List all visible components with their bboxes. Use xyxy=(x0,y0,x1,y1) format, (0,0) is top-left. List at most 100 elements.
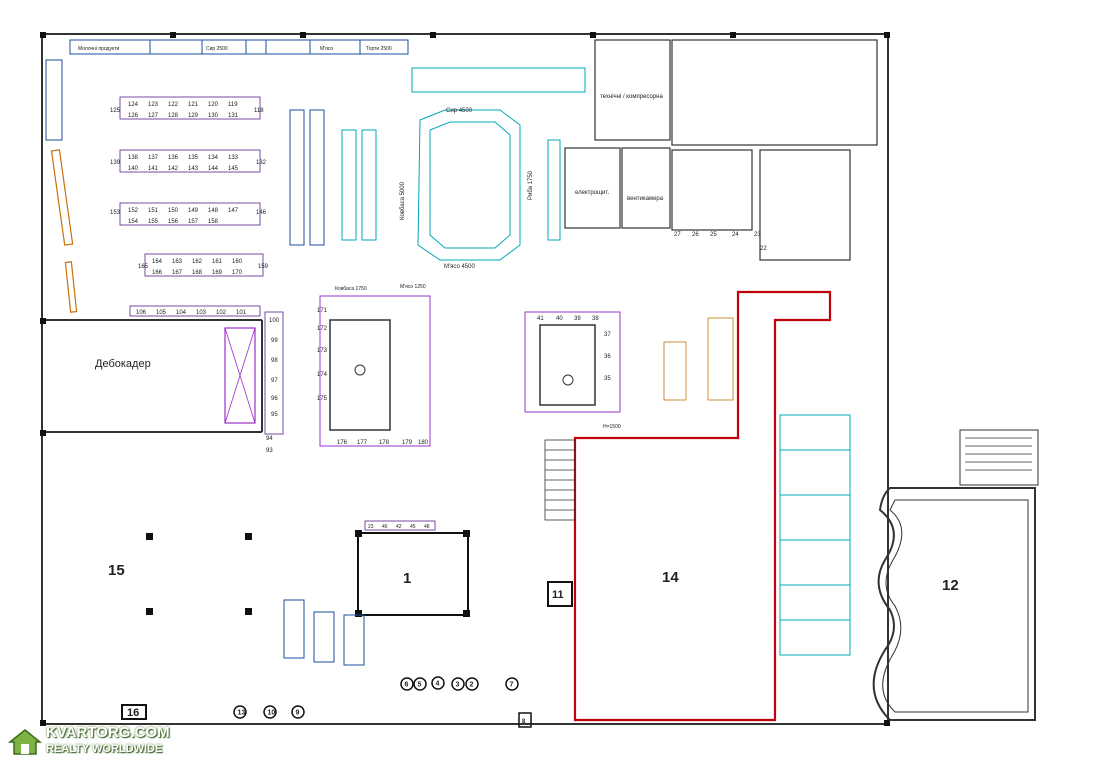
shelf-number: 143 xyxy=(188,166,199,172)
label-dairy: Молочні продукти xyxy=(78,46,120,52)
watermark-line-1: KVARTORG.COM xyxy=(46,724,170,741)
svg-text:118: 118 xyxy=(254,108,264,114)
shelf-number: 134 xyxy=(208,155,219,161)
svg-text:178: 178 xyxy=(379,440,390,446)
entrance-marker xyxy=(413,677,427,691)
shelf-number: 138 xyxy=(128,155,139,161)
svg-text:23: 23 xyxy=(754,232,761,238)
checkouts xyxy=(283,599,365,666)
label-meat-bottom: М'ясо 4500 xyxy=(444,264,475,270)
entrance-marker-label: 6 xyxy=(405,682,409,689)
svg-text:27: 27 xyxy=(674,232,681,238)
label-vent: вентикамера xyxy=(627,196,664,202)
block-41-numbers: 41 40 39 38 37 36 35 xyxy=(537,316,611,382)
svg-text:172: 172 xyxy=(317,326,328,332)
svg-text:174: 174 xyxy=(317,372,328,378)
debokader-door xyxy=(224,327,256,424)
svg-text:179: 179 xyxy=(402,440,413,446)
block-41-35 xyxy=(524,311,621,413)
shelf-number: 158 xyxy=(208,219,219,225)
shelf-number: 140 xyxy=(128,166,139,172)
entrance-marker-label: 3 xyxy=(456,682,460,689)
svg-text:94: 94 xyxy=(266,436,273,442)
house-logo-icon xyxy=(8,729,42,755)
entrance-marker-label: 9 xyxy=(296,710,300,717)
label-h1500: Н=1500 xyxy=(603,424,621,430)
blue-racks xyxy=(289,109,325,246)
svg-text:35: 35 xyxy=(604,376,611,382)
shelf-number: 126 xyxy=(128,113,139,119)
shelf-number: 168 xyxy=(192,270,203,276)
label-kovbasa: Ковбаса 5000 xyxy=(400,181,406,220)
shelf-number: 150 xyxy=(168,208,179,214)
svg-text:37: 37 xyxy=(604,332,611,338)
svg-text:93: 93 xyxy=(266,448,273,454)
numbers-strip-27-22: 27 26 25 24 23 22 xyxy=(674,232,767,252)
shelf-number: 154 xyxy=(128,219,139,225)
svg-text:97: 97 xyxy=(271,378,278,384)
room-11-label: 11 xyxy=(552,589,564,601)
entrance-marker xyxy=(400,677,414,691)
columns xyxy=(40,32,890,726)
shelf-number: 133 xyxy=(228,155,239,161)
svg-text:95: 95 xyxy=(271,412,278,418)
entrance-marker xyxy=(505,677,519,691)
center-island xyxy=(329,319,391,431)
svg-text:38: 38 xyxy=(592,316,599,322)
shelf-number: 105 xyxy=(156,310,167,316)
column-100-93: 100 99 98 97 96 95 94 93 xyxy=(266,318,280,454)
entrance-marker-label: 5 xyxy=(418,682,422,689)
cyan-racks xyxy=(341,67,851,656)
svg-text:177: 177 xyxy=(357,440,368,446)
left-angled-racks xyxy=(50,149,78,313)
block-41-fixture-icon xyxy=(562,374,574,386)
svg-text:176: 176 xyxy=(337,440,348,446)
label-kovbasa-small: Ковбаса 1750 xyxy=(335,286,367,292)
shelf-number: 148 xyxy=(208,208,219,214)
entrance-marker-label: 13 xyxy=(238,710,246,717)
entrance-marker xyxy=(451,677,465,691)
shelf-number: 164 xyxy=(152,259,163,265)
room-8-label: 8 xyxy=(522,719,526,725)
room-14-outline xyxy=(573,290,832,722)
label-cake: Торти 2500 xyxy=(366,46,392,52)
svg-text:98: 98 xyxy=(271,358,278,364)
room-8 xyxy=(518,712,532,728)
shelf-number: 124 xyxy=(128,102,139,108)
shelf-number: 144 xyxy=(208,166,219,172)
svg-text:24: 24 xyxy=(732,232,739,238)
shelf-number: 147 xyxy=(228,208,239,214)
debokader-label: Дебокадер xyxy=(95,358,151,370)
shelf-number: 128 xyxy=(168,113,179,119)
svg-text:26: 26 xyxy=(692,232,699,238)
shelf-number: 152 xyxy=(128,208,139,214)
entrance-marker xyxy=(291,705,305,719)
stairs-right xyxy=(959,429,1039,486)
side-numbers: 118 125 132 139 146 153 159 165 xyxy=(110,108,269,270)
room-12-label: 12 xyxy=(942,577,959,594)
watermark-line-2: REALTY WORLDWIDE xyxy=(46,743,163,755)
room-11 xyxy=(547,581,573,607)
room-14-label: 14 xyxy=(662,569,679,586)
svg-text:159: 159 xyxy=(258,264,269,270)
svg-text:139: 139 xyxy=(110,160,121,166)
svg-text:23: 23 xyxy=(368,524,374,530)
svg-text:42: 42 xyxy=(396,524,402,530)
shelf-100-93 xyxy=(264,311,284,435)
label-fish: Риба 1750 xyxy=(528,170,534,200)
shelf-number: 127 xyxy=(148,113,159,119)
shelf-number: 155 xyxy=(148,219,159,225)
shelf-number: 130 xyxy=(208,113,219,119)
room-1-label: 1 xyxy=(403,570,411,587)
svg-text:39: 39 xyxy=(574,316,581,322)
svg-text:99: 99 xyxy=(271,338,278,344)
shelf-number: 106 xyxy=(136,310,147,316)
row-23-46 xyxy=(364,520,436,531)
room-15-label: 15 xyxy=(108,562,125,579)
label-meat: М'ясо xyxy=(320,46,333,52)
svg-text:153: 153 xyxy=(110,210,121,216)
svg-text:41: 41 xyxy=(537,316,544,322)
shelf-number: 162 xyxy=(192,259,203,265)
